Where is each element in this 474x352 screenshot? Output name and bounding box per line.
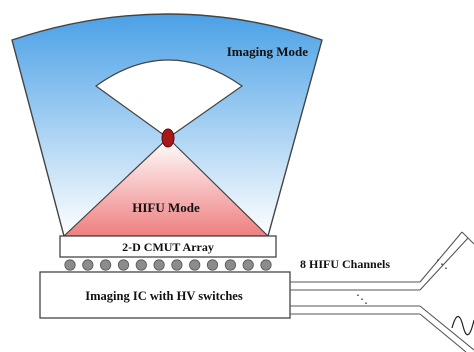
hifu-channels-label: 8 HIFU Channels — [300, 257, 390, 271]
solder-bump — [260, 259, 272, 271]
imaging-mode-label: Imaging Mode — [227, 44, 308, 59]
solder-bump — [224, 259, 236, 271]
imaging-ic-block — [39, 271, 291, 319]
solder-bump — [189, 259, 201, 271]
solder-bump — [171, 259, 183, 271]
hifu-mode-label: HIFU Mode — [132, 200, 200, 215]
solder-bump — [82, 259, 94, 271]
hifu-channel-cable — [290, 231, 474, 352]
channel-ellipsis-2: ⋱ — [436, 257, 448, 271]
solder-bumps — [64, 259, 272, 271]
solder-bump — [64, 259, 76, 271]
cmut-array-block — [59, 235, 277, 258]
imaging-beam-cone — [94, 59, 244, 139]
solder-bump — [242, 259, 254, 271]
imaging-ic-label: Imaging IC with HV switches — [85, 289, 243, 303]
solder-bump — [153, 259, 165, 271]
cmut-array-label: 2-D CMUT Array — [122, 240, 214, 254]
solder-bump — [117, 259, 130, 271]
channel-ellipsis-1: ⋱ — [356, 292, 368, 306]
signal-waveform-icon — [451, 315, 474, 336]
solder-bump — [100, 259, 112, 271]
focus-spot — [161, 128, 175, 148]
solder-bump — [206, 259, 219, 271]
solder-bump — [135, 259, 147, 271]
